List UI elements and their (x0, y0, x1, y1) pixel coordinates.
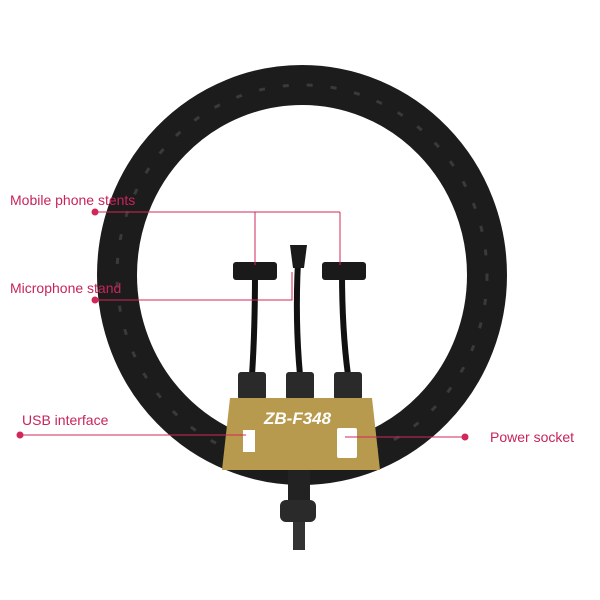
mount-knob (280, 500, 316, 522)
label-usb-interface: USB interface (22, 412, 109, 428)
power-callout-dot (461, 433, 469, 441)
arm-base-3 (334, 372, 362, 400)
mic-arm (293, 261, 303, 376)
mount-stem (288, 470, 310, 500)
phone-arm-left (249, 271, 258, 376)
power-port (337, 428, 357, 458)
model-name: ZB-F348 (264, 409, 332, 428)
phone-clamp-left (233, 262, 277, 280)
mic-callout-line (95, 272, 293, 301)
mic-callout-dot (91, 296, 99, 304)
phone-callout-dot (91, 208, 99, 216)
mount-screw (293, 522, 305, 550)
ring-texture (115, 83, 489, 467)
usb-port (243, 430, 255, 452)
phone-arm-right (339, 271, 351, 376)
mic-holder (290, 245, 307, 268)
label-mobile-phone-stents: Mobile phone stents (10, 192, 136, 208)
phone-callout-line (95, 211, 341, 265)
usb-callout-dot (16, 431, 24, 439)
label-power-socket: Power socket (490, 429, 575, 445)
label-microphone-stand: Microphone stand (10, 280, 122, 296)
arm-base-2 (286, 372, 314, 400)
arm-base-1 (238, 372, 266, 400)
phone-clamp-right (322, 262, 366, 280)
